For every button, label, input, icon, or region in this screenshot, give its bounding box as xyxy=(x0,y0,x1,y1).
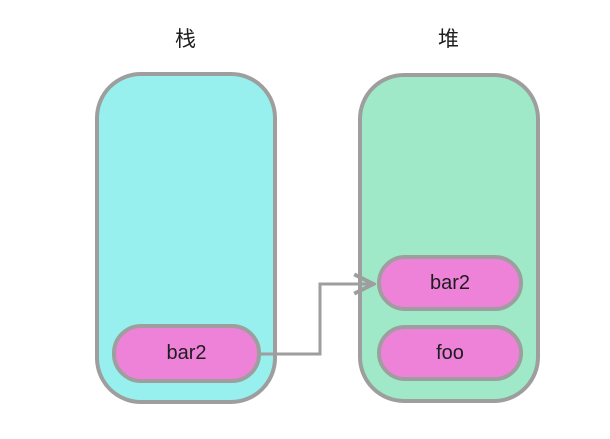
heap-item-bar2: bar2 xyxy=(377,255,523,311)
stack-title: 栈 xyxy=(175,28,197,51)
heap-title: 堆 xyxy=(438,28,460,51)
heap-item-bar2-label: bar2 xyxy=(429,271,471,294)
heap-item-foo-label: foo xyxy=(436,341,464,364)
connector-line xyxy=(261,284,371,356)
stack-item-bar2: bar2 xyxy=(112,324,261,383)
heap-item-foo: foo xyxy=(377,325,523,381)
stack-item-bar2-label: bar2 xyxy=(166,342,207,364)
